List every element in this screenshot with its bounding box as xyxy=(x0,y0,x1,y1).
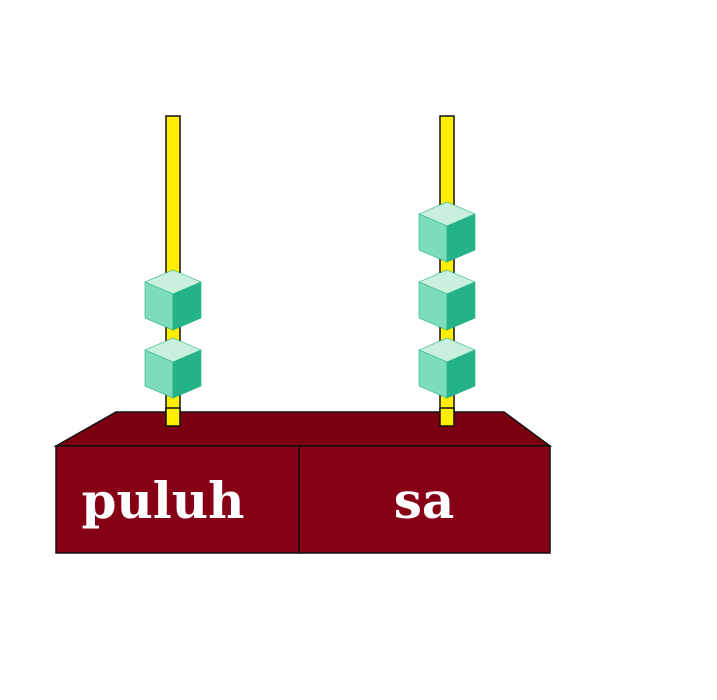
bead-right-face xyxy=(446,213,476,263)
bead xyxy=(418,269,476,331)
label-puluh: puluh xyxy=(81,471,244,530)
rod-puluh-stub xyxy=(165,407,181,427)
abacus-base xyxy=(53,411,553,554)
bead-stack-sa xyxy=(418,201,476,399)
base-front-left xyxy=(55,445,300,554)
rod-sa-stub xyxy=(439,407,455,427)
base-top-face xyxy=(53,411,553,447)
base-front-right xyxy=(298,445,551,554)
bead-right-face xyxy=(446,349,476,399)
label-sa: sa xyxy=(394,471,455,530)
bead-right-face xyxy=(446,281,476,331)
bead xyxy=(144,337,202,399)
bead-right-face xyxy=(172,281,202,331)
bead-stack-puluh xyxy=(144,269,202,399)
bead xyxy=(418,201,476,263)
bead-right-face xyxy=(172,349,202,399)
bead xyxy=(418,337,476,399)
bead xyxy=(144,269,202,331)
